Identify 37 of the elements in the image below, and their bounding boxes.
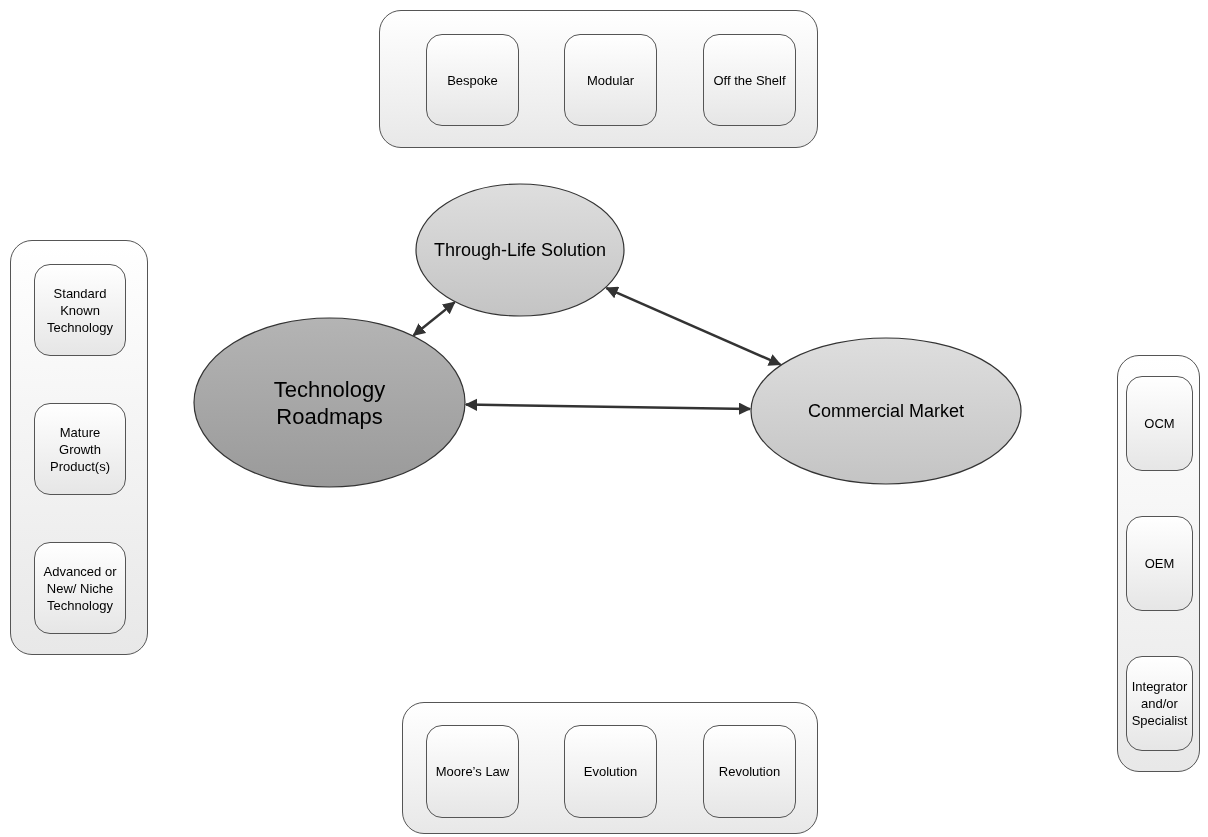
item-box [1126, 376, 1193, 471]
item-label: OEM [1143, 555, 1176, 572]
item-label: Modular [586, 71, 635, 89]
item-box [34, 542, 126, 634]
concept-label: Technology Roadmaps [272, 375, 387, 430]
item-label: Evolution [582, 763, 639, 780]
group-panel [402, 702, 818, 834]
item-box [34, 264, 126, 356]
item-box [703, 725, 796, 818]
item-box [564, 34, 657, 126]
item-box [1126, 516, 1193, 611]
item-box [703, 34, 796, 126]
group-panel [379, 10, 818, 148]
item-label: Moore’s Law [434, 763, 511, 780]
item-label: Revolution [717, 763, 782, 780]
item-label: Mature Growth Product(s) [49, 423, 111, 475]
item-box [34, 403, 126, 495]
group-panel [10, 240, 148, 655]
group-panel [1117, 355, 1200, 772]
double-arrow [412, 301, 456, 337]
double-arrow [605, 286, 782, 366]
item-label: Integrator and/or Specialist [1130, 678, 1189, 729]
concept-ellipse [415, 183, 625, 317]
concept-ellipse [193, 317, 466, 488]
item-label: Advanced or New/ Niche Technology [42, 562, 118, 614]
item-box [426, 34, 519, 126]
item-label: Bespoke [446, 71, 499, 89]
item-box [1126, 656, 1193, 751]
double-arrow [464, 398, 752, 415]
concept-ellipse [750, 337, 1022, 485]
item-label: Standard Known Technology [46, 284, 114, 336]
item-box [564, 725, 657, 818]
item-label: OCM [1143, 415, 1176, 432]
item-label: Off the Shelf [712, 71, 787, 89]
item-box [426, 725, 519, 818]
concept-label: Commercial Market [807, 400, 965, 422]
concept-label: Through-Life Solution [432, 239, 608, 261]
